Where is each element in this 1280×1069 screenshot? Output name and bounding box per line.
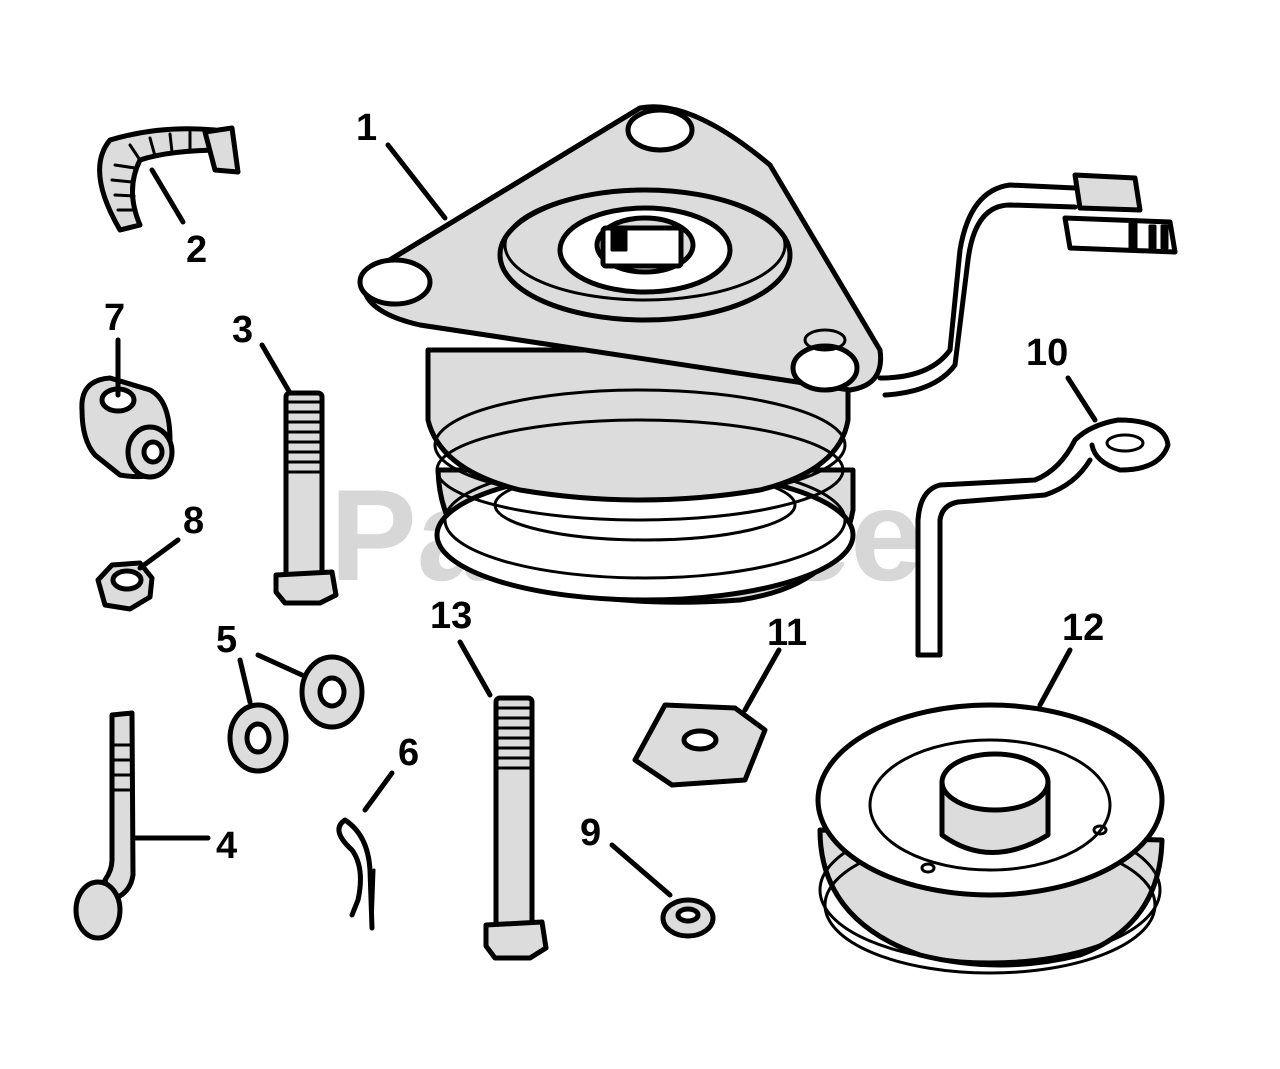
part-4-pin[interactable] <box>73 710 136 941</box>
part-13-bolt[interactable] <box>483 695 549 961</box>
part-1-electric-clutch[interactable] <box>357 104 884 605</box>
part-7-spacer[interactable] <box>79 375 175 480</box>
callout-1: 1 <box>356 107 377 149</box>
part-8-hex-nut[interactable] <box>95 560 155 612</box>
callout-4: 4 <box>216 825 237 867</box>
part-2-band-clamp[interactable] <box>97 125 241 233</box>
callout-3: 3 <box>232 309 253 351</box>
part-12-pulley[interactable] <box>815 702 1165 975</box>
callout-5: 5 <box>216 619 237 661</box>
callout-10: 10 <box>1026 332 1068 374</box>
leader-lines <box>115 142 1098 898</box>
callout-9: 9 <box>580 812 601 854</box>
callout-12: 12 <box>1062 607 1104 649</box>
callout-6: 6 <box>398 732 419 774</box>
part-6-hairpin-clip[interactable] <box>336 817 376 931</box>
callout-13: 13 <box>430 595 472 637</box>
part-5-washers[interactable] <box>227 654 365 774</box>
mount-boss-left <box>357 257 433 307</box>
part-11-hex-spacer[interactable] <box>632 702 768 788</box>
part-10-stop-rod[interactable] <box>915 417 1171 658</box>
callout-2: 2 <box>186 229 207 271</box>
callout-7: 7 <box>104 297 125 339</box>
callout-8: 8 <box>183 500 204 542</box>
part-3-bolt[interactable] <box>273 390 339 606</box>
callout-11: 11 <box>767 612 807 654</box>
mount-boss-right <box>790 343 860 393</box>
wire-harness <box>877 172 1178 398</box>
mount-boss-top <box>625 107 695 153</box>
callout-labels: 1 2 3 4 5 6 7 8 9 10 11 12 13 <box>104 107 1104 867</box>
part-9-lock-washer[interactable] <box>660 897 716 939</box>
